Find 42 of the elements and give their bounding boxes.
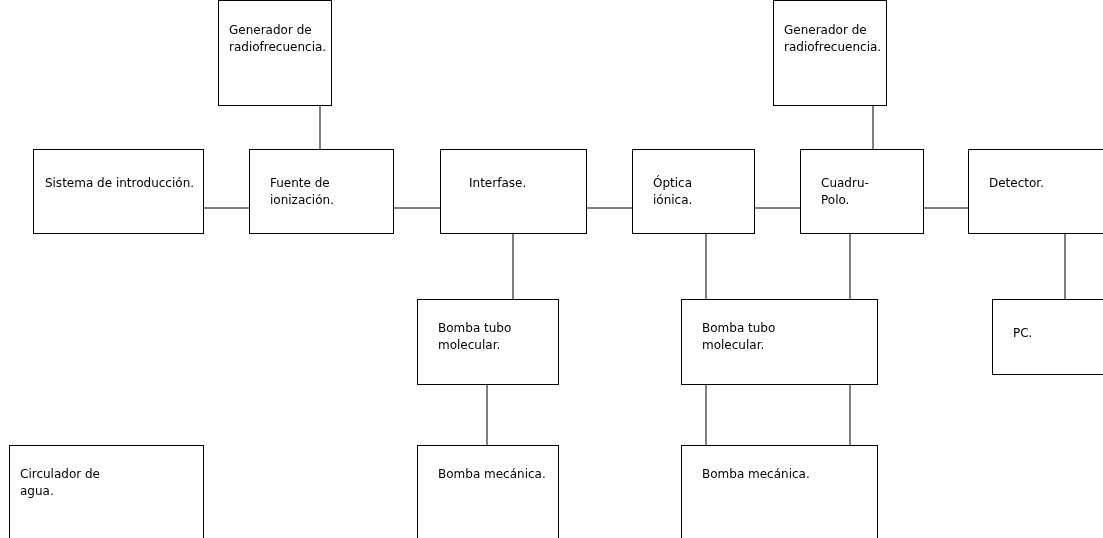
box-label: Interfase. (469, 175, 528, 192)
connector-line (705, 384, 707, 446)
process-box (249, 149, 394, 234)
box-label: Bomba mecánica. (702, 466, 811, 483)
box-label: Bomba mecánica. (438, 466, 547, 483)
connector-line (872, 105, 874, 150)
box-label: Generador de radiofrecuencia. (229, 22, 328, 56)
box-label: PC. (1013, 325, 1034, 342)
box-label: Circulador de agua. (20, 466, 101, 500)
box-label: Bomba tubo molecular. (702, 320, 777, 354)
process-box (968, 149, 1103, 234)
connector-line (393, 207, 441, 209)
box-label: Generador de radiofrecuencia. (784, 22, 883, 56)
process-box (800, 149, 924, 234)
connector-line (923, 207, 969, 209)
process-box (33, 149, 204, 234)
box-label: Detector. (989, 175, 1045, 192)
connector-line (586, 207, 633, 209)
process-box (440, 149, 587, 234)
process-box (417, 445, 559, 538)
connector-line (512, 233, 514, 300)
connector-line (849, 384, 851, 446)
connector-line (486, 384, 488, 446)
connector-line (849, 233, 851, 300)
process-box (992, 299, 1103, 375)
process-box (9, 445, 204, 538)
connector-line (705, 233, 707, 300)
box-label: Sistema de introducción. (43, 175, 196, 192)
box-label: Bomba tubo molecular. (438, 320, 513, 354)
box-label: Fuente de ionización. (270, 175, 335, 209)
process-box (632, 149, 755, 234)
box-label: Óptica iónica. (653, 175, 694, 209)
process-box (681, 445, 878, 538)
connector-line (1064, 233, 1066, 300)
connector-line (203, 207, 250, 209)
process-box (681, 299, 878, 385)
process-box (773, 0, 887, 106)
process-box (417, 299, 559, 385)
connector-line (754, 207, 801, 209)
connector-line (319, 105, 321, 150)
process-box (218, 0, 332, 106)
box-label: Cuadru- Polo. (821, 175, 870, 209)
